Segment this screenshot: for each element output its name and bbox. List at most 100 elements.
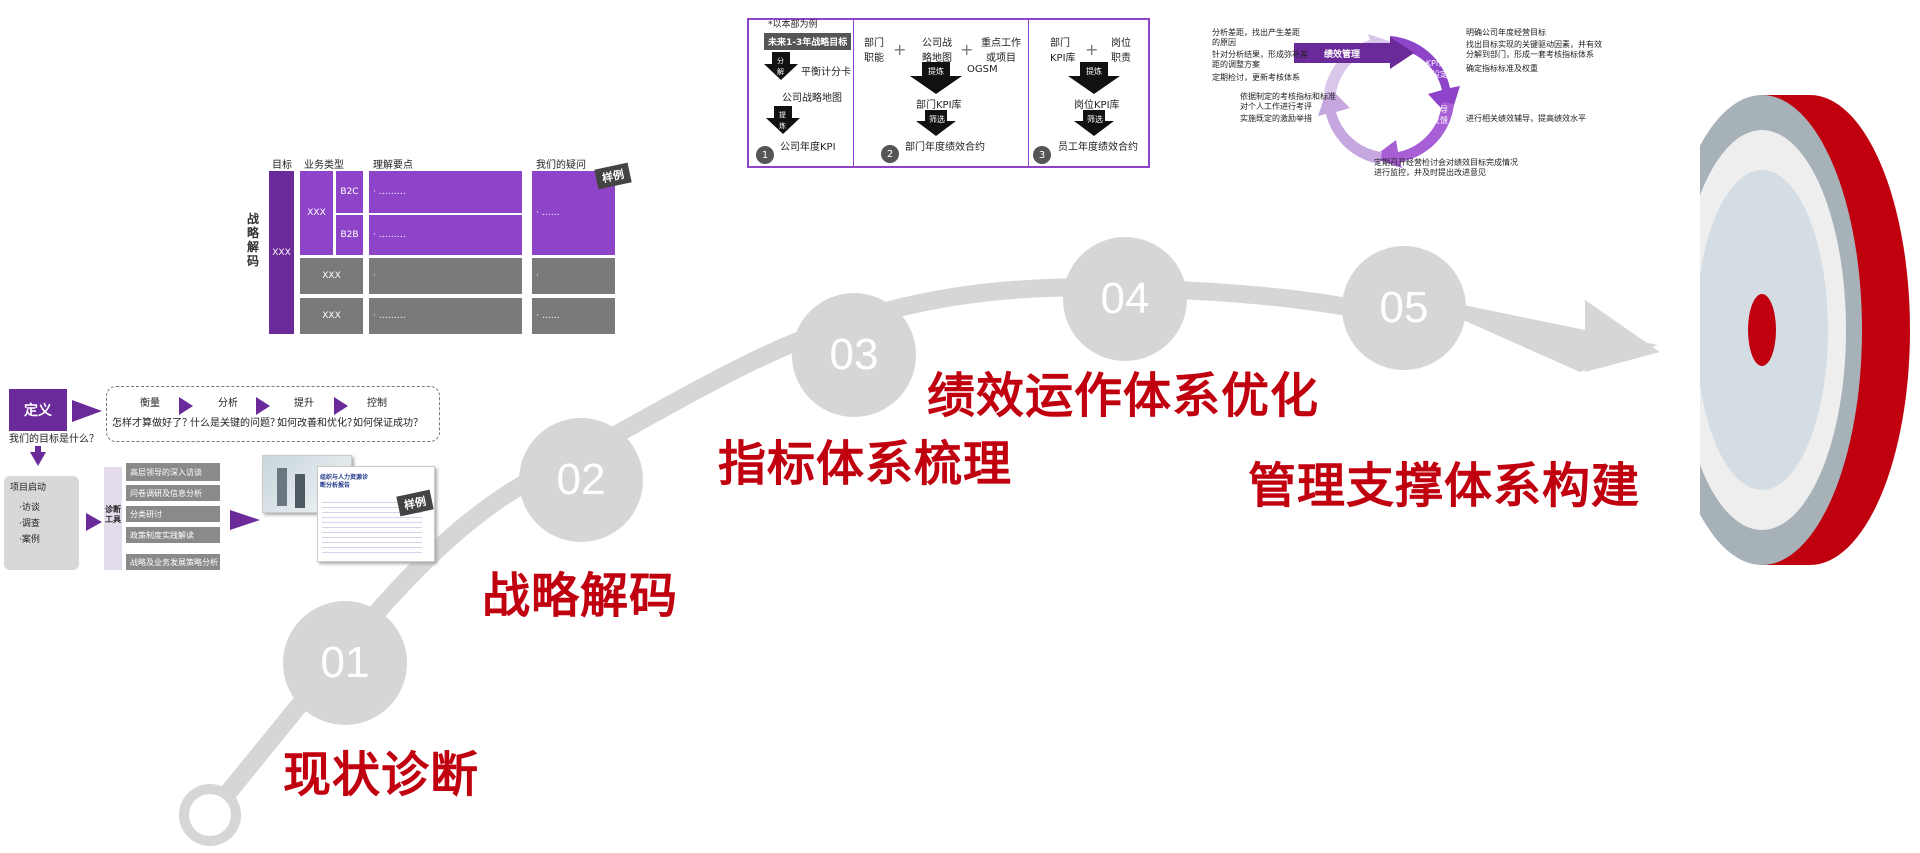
table-goal-cell: XXX [269, 171, 294, 334]
stage-number-04: 04 [1063, 237, 1187, 361]
cycle-segment-label: 考核激励 [1351, 89, 1367, 109]
black-down-arrow-icon [916, 110, 956, 136]
project-start-box [4, 476, 79, 570]
cycle-center-label: 绩效管理 [1324, 50, 1361, 60]
table-header-points: 理解要点 [373, 160, 413, 171]
table-header-goal: 目标 [272, 160, 292, 171]
kpi-label: 平衡计分卡 [801, 67, 851, 78]
table-row-question: · …… [532, 298, 615, 334]
kpi-label: 岗位KPI库 [1074, 100, 1120, 111]
table-header-questions: 我们的疑问 [536, 160, 586, 171]
stage-title-05: 管理支撑体系构建 [1248, 458, 1641, 514]
tools-out-arrow [230, 510, 260, 530]
step-arrow [179, 397, 193, 415]
kpi-label: 公司战略地图 [782, 93, 842, 104]
cycle-note: 进行相关绩效辅导，提高绩效水平 [1466, 114, 1586, 123]
tool-item: 问卷调研及信息分析 [126, 485, 220, 501]
step-arrow [256, 397, 270, 415]
table-row-point: · ……… [369, 215, 522, 255]
cycle-note: 定期检讨，更新考核体系 [1212, 73, 1300, 82]
cycle-note: 确定指标标准及权重 [1466, 64, 1538, 73]
step-label: 分析 [218, 398, 238, 409]
tools-label-box: 诊断工具 [104, 467, 122, 570]
target-icon [1700, 95, 1910, 565]
kpi-step-number: 2 [881, 145, 899, 163]
table-row-point: · ……… [369, 298, 522, 334]
plus-icon: + [893, 40, 907, 59]
step-question: 怎样才算做好了？ [112, 418, 192, 429]
cycle-segment-label: KPI目标设定 [1424, 59, 1448, 79]
cycle-note: 定期召开经营检讨会对绩效目标完成情况进行监控，并及时提出改进意见 [1374, 158, 1518, 177]
black-down-arrow-icon [1074, 110, 1114, 136]
black-down-arrow-icon [1068, 62, 1120, 94]
stage-number-03: 03 [792, 293, 916, 417]
plus-icon: + [960, 40, 974, 59]
project-start-title: 项目启动 [10, 483, 47, 493]
step-arrow [334, 397, 348, 415]
kpi-label: OGSM [967, 64, 998, 75]
kpi-label: 部门职能 [864, 38, 884, 64]
kpi-label: 部门KPI库 [916, 100, 962, 111]
kpi-arrow-label: 筛选 [929, 115, 945, 124]
kpi-label: 公司战略地图 [922, 38, 952, 64]
cycle-note: 依据制定的考核指标和标准对个人工作进行考评 [1240, 92, 1336, 111]
define-subtitle: 我们的目标是什么？ [9, 434, 99, 445]
cycle-center-arrow-icon [1294, 37, 1414, 69]
step-label: 控制 [367, 398, 387, 409]
cycle-note: 分析差距，找出产生差距的原因 [1212, 28, 1300, 47]
stage-number-05: 05 [1342, 246, 1466, 370]
table-row-type: XXX [300, 298, 363, 334]
table-row-type: XXX [300, 258, 363, 294]
tools-in-arrow [86, 513, 102, 531]
path-start-circle [179, 784, 241, 846]
cycle-note: 明确公司年度经营目标 [1466, 28, 1546, 37]
black-down-arrow-icon [910, 62, 962, 94]
table-row-sub: B2B [336, 215, 363, 255]
black-down-arrow-icon [764, 52, 798, 80]
stage-title-01: 现状诊断 [283, 747, 480, 803]
cycle-note: 找出目标实现的关键驱动因素，并有效分解到部门，形成一套考核指标体系 [1466, 40, 1602, 59]
kpi-arrow-label: 筛选 [1087, 115, 1103, 124]
project-start-item: ·案例 [19, 535, 40, 545]
kpi-arrow-label: 提炼 [779, 111, 786, 130]
project-start-item: ·访谈 [19, 503, 40, 513]
stage-title-03: 指标体系梳理 [718, 436, 1013, 492]
kpi-label: 公司年度KPI [780, 142, 836, 153]
kpi-label: 员工年度绩效合约 [1058, 142, 1138, 153]
table-header-type: 业务类型 [304, 160, 344, 171]
kpi-arrow-label: 提炼 [1086, 67, 1102, 76]
kpi-label: 岗位职责 [1111, 38, 1131, 64]
kpi-arrow-label: 分解 [777, 57, 784, 76]
step-label: 提升 [294, 398, 314, 409]
define-box: 定义 [9, 389, 67, 431]
step-question: 如何保证成功？ [353, 418, 423, 429]
kpi-label: 重点工作或项目 [981, 38, 1021, 64]
cycle-note: 实施既定的激励举措 [1240, 114, 1312, 123]
kpi-note: *以本部为例 [768, 20, 818, 30]
table-row-type: XXX [300, 171, 333, 255]
project-start-item: ·调查 [19, 519, 40, 529]
steps-dashed-box [106, 386, 440, 442]
cycle-segment-label: 辅导反馈 [1432, 105, 1448, 125]
down-arrow-icon [30, 452, 46, 466]
plus-icon: + [1085, 40, 1099, 59]
step-question: 如何改善和优化？ [277, 418, 357, 429]
stage-title-04: 绩效运作体系优化 [927, 368, 1320, 424]
table-row-point: · [369, 258, 522, 294]
tool-item: 分类研讨 [126, 506, 220, 522]
stage-number-01: 01 [283, 601, 407, 725]
tool-item: 政策制度实践解读 [126, 527, 220, 543]
black-down-arrow-icon [766, 106, 800, 134]
kpi-label: 部门KPI库 [1050, 38, 1076, 64]
kpi-frame [747, 18, 1150, 168]
kpi-step-number: 1 [756, 146, 774, 164]
tool-item: 战略及业务发展策略分析 [126, 554, 220, 570]
stage-title-02: 战略解码 [482, 568, 679, 624]
table-row-question: · [532, 258, 615, 294]
kpi-label: 部门年度绩效合约 [905, 142, 985, 153]
kpi-col1-top: 未来1-3年战略目标 [764, 33, 852, 50]
define-arrow [72, 400, 102, 422]
kpi-arrow-label: 提炼 [928, 67, 944, 76]
cycle-note: 针对分析结果，形成弥补差距的调整方案 [1212, 50, 1308, 69]
cycle-segment-label: 分析衡量 [1372, 129, 1404, 138]
